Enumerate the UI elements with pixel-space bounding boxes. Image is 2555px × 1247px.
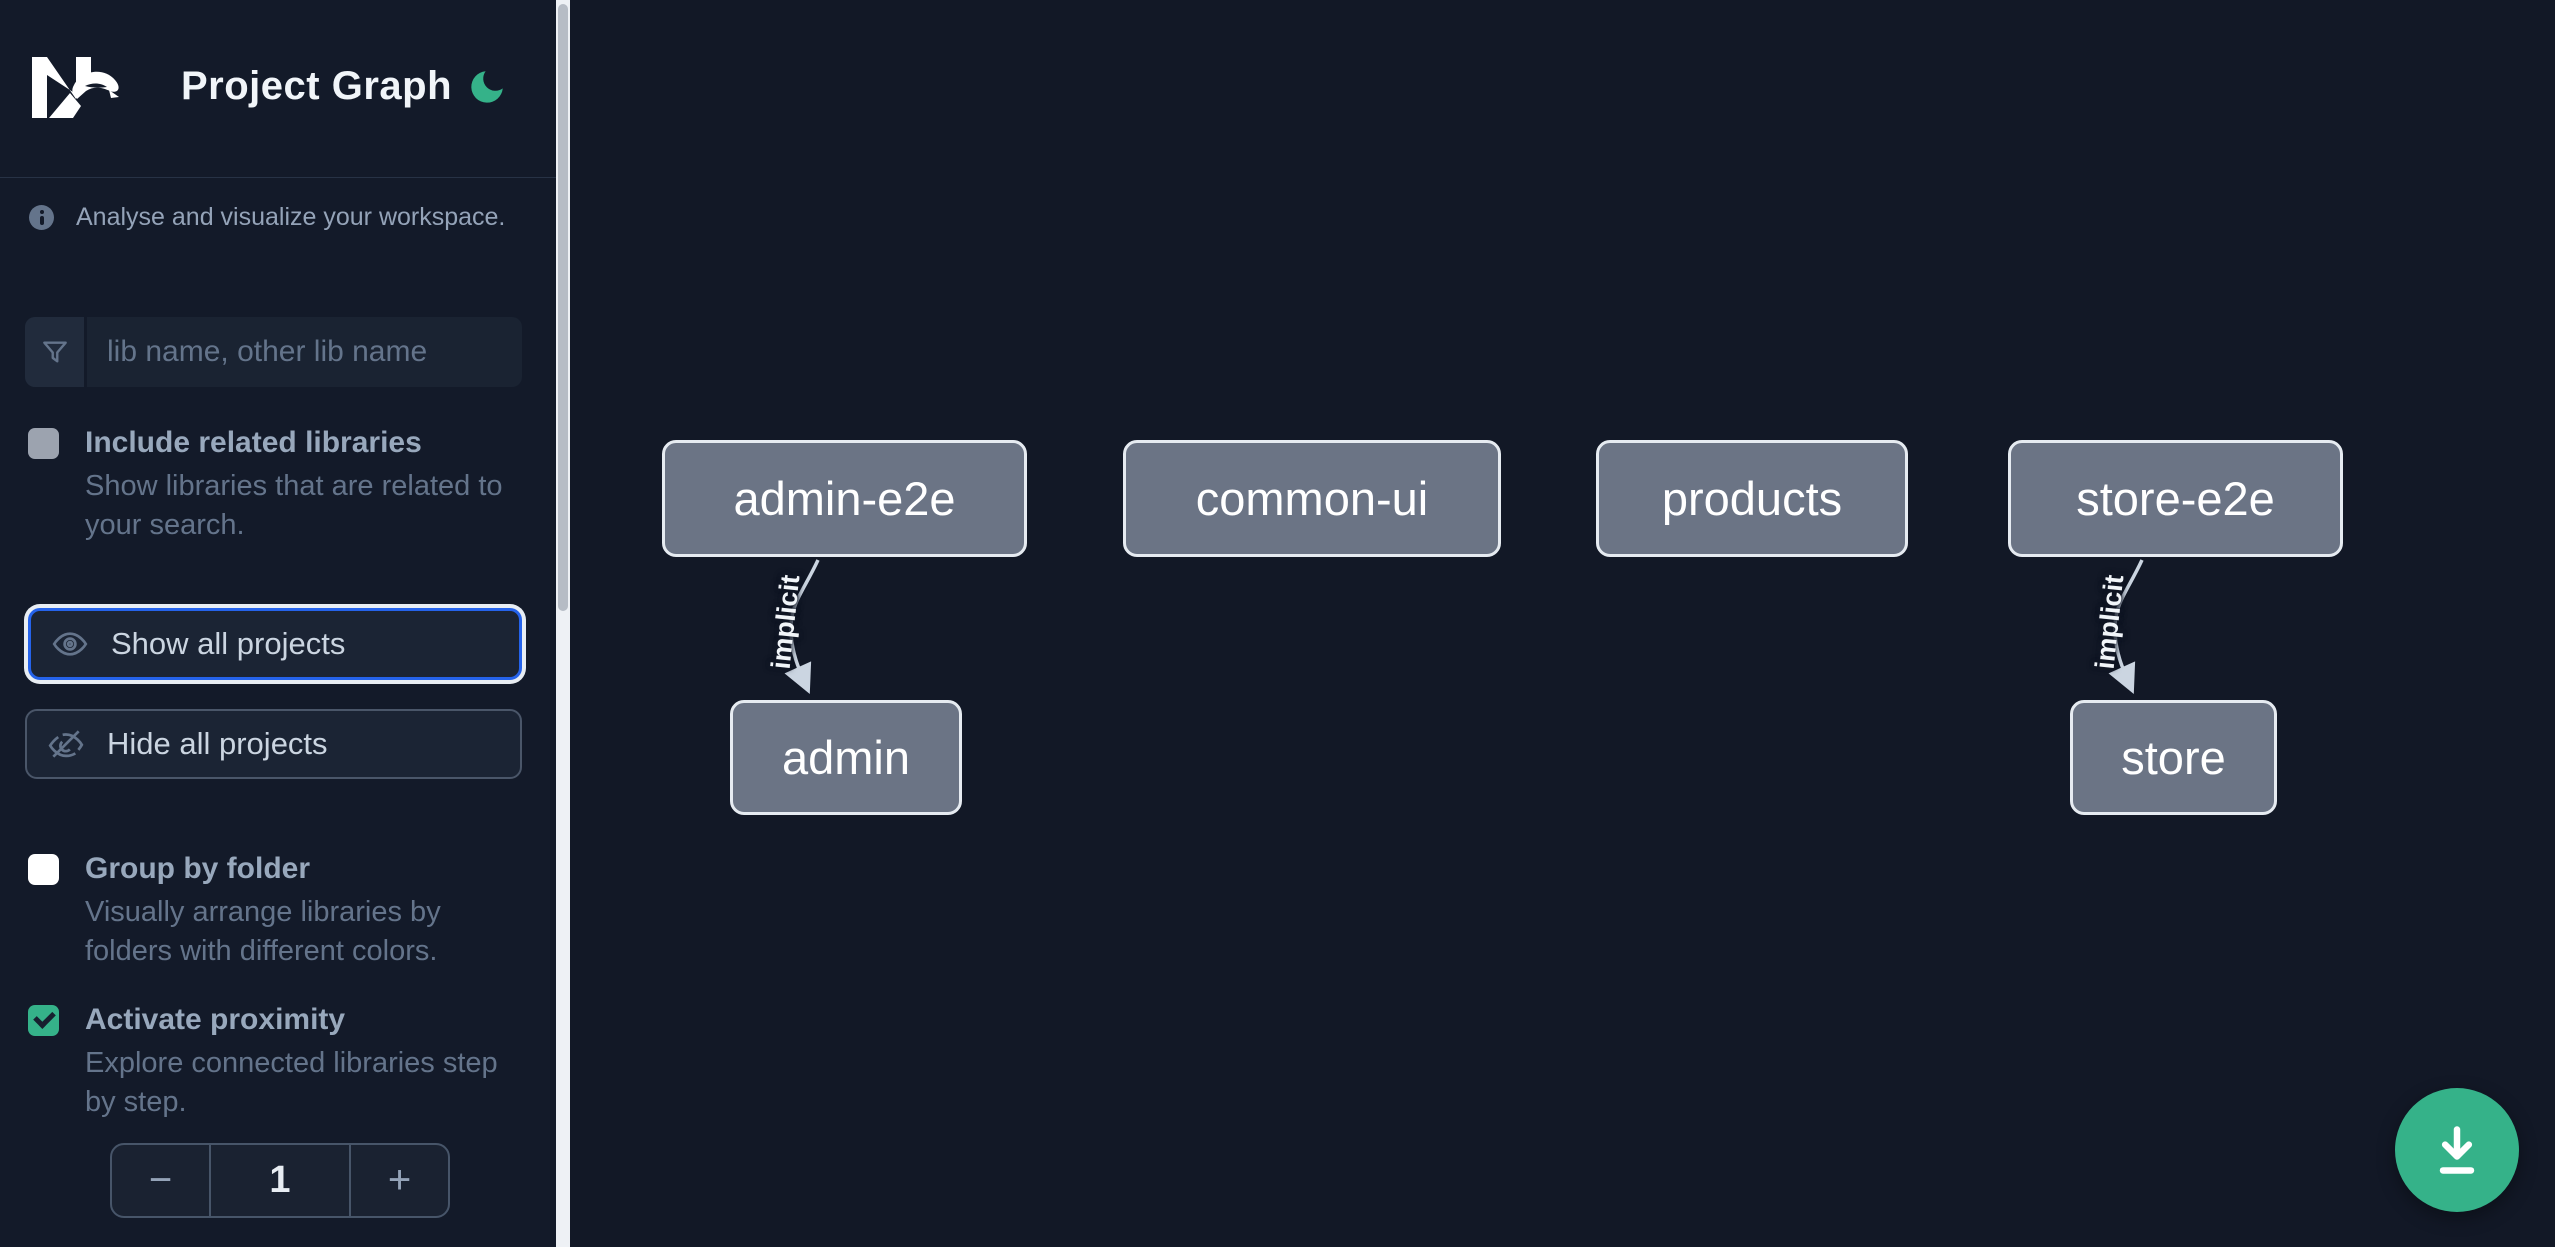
edge-store-e2e-to-store — [2108, 559, 2144, 694]
activate-proximity-description: Explore connected libraries step by step… — [85, 1047, 498, 1118]
activate-proximity-checkbox[interactable] — [28, 1005, 59, 1036]
node-admin-e2e[interactable]: admin-e2e — [662, 440, 1027, 557]
group-by-folder-block: Group by folder Visually arrange librari… — [28, 851, 522, 971]
funnel-icon — [25, 317, 87, 387]
dependency-edges — [784, 559, 2144, 694]
proximity-value: 1 — [269, 1159, 291, 1201]
include-related-checkbox[interactable] — [28, 428, 59, 459]
eye-icon — [52, 632, 88, 656]
include-related-description: Show libraries that are related to your … — [85, 470, 503, 541]
include-related-label: Include related libraries — [85, 426, 422, 459]
filter-input[interactable] — [87, 317, 522, 387]
page-title: Project Graph — [181, 64, 453, 108]
group-by-folder-description: Visually arrange libraries by folders wi… — [85, 896, 441, 967]
sidebar-scrollbar-thumb[interactable] — [558, 4, 568, 611]
download-icon — [2439, 1126, 2475, 1174]
edge-admin-e2e-to-admin — [784, 559, 820, 694]
show-all-projects-button[interactable]: Show all projects — [28, 608, 522, 680]
project-filter — [25, 317, 522, 387]
node-store-e2e[interactable]: store-e2e — [2008, 440, 2343, 557]
activate-proximity-block: Activate proximity Explore connected lib… — [28, 1002, 522, 1122]
hide-all-projects-button[interactable]: Hide all projects — [25, 709, 522, 779]
proximity-increment-button[interactable]: + — [349, 1145, 448, 1216]
moon-icon — [471, 71, 503, 103]
proximity-stepper: − 1 + — [110, 1143, 450, 1218]
sidebar: Project Graph Analyse and visualize your… — [0, 0, 556, 1247]
node-products[interactable]: products — [1596, 440, 1908, 557]
node-admin[interactable]: admin — [730, 700, 962, 815]
nx-logo-icon — [32, 57, 119, 118]
node-store[interactable]: store — [2070, 700, 2277, 815]
info-text: Analyse and visualize your workspace. — [76, 203, 506, 231]
group-by-folder-label: Group by folder — [85, 852, 310, 885]
workspace-info: Analyse and visualize your workspace. — [29, 203, 529, 232]
sidebar-header: Project Graph — [0, 0, 556, 178]
eye-off-icon — [48, 730, 84, 758]
download-button[interactable] — [2395, 1088, 2519, 1212]
theme-toggle-button[interactable] — [466, 66, 508, 108]
graph-canvas[interactable]: implicit implicit admin-e2e common-ui pr… — [570, 0, 2555, 1247]
activate-proximity-label: Activate proximity — [85, 1003, 346, 1036]
node-common-ui[interactable]: common-ui — [1123, 440, 1501, 557]
include-related-block: Include related libraries Show libraries… — [28, 425, 522, 545]
hide-all-projects-label: Hide all projects — [107, 726, 328, 761]
group-by-folder-checkbox[interactable] — [28, 854, 59, 885]
show-all-projects-label: Show all projects — [111, 626, 346, 661]
sidebar-scrollbar-track — [556, 0, 570, 1247]
info-icon — [29, 205, 54, 230]
proximity-decrement-button[interactable]: − — [112, 1145, 211, 1216]
